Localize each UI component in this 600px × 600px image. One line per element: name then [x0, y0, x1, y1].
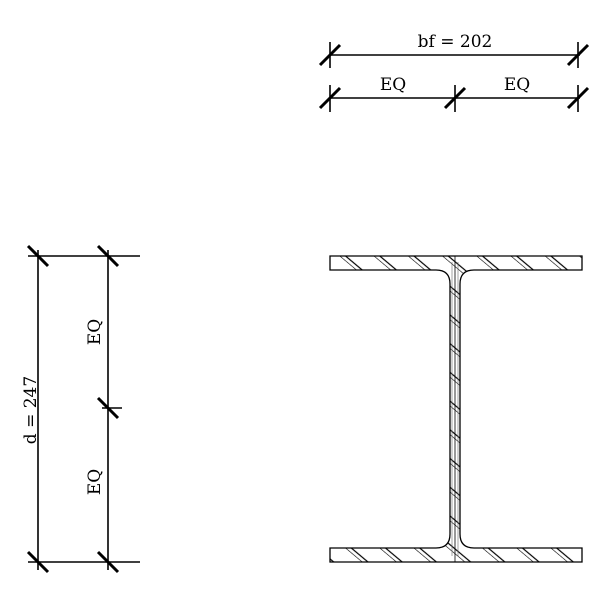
left-eq-top-label: EQ [85, 319, 105, 345]
top-eq-left-label: EQ [380, 75, 406, 95]
depth-eq-dimension: EQ EQ [85, 244, 122, 574]
i-beam-section [329, 255, 583, 563]
i-beam-outline [329, 255, 583, 563]
flange-width-label: bf = 202 [418, 32, 493, 52]
depth-dimension: d = 247 [21, 244, 140, 574]
left-eq-bottom-label: EQ [85, 469, 105, 495]
flange-width-dimension: bf = 202 [318, 32, 590, 68]
flange-eq-dimension: EQ EQ [318, 75, 590, 112]
top-eq-right-label: EQ [504, 75, 530, 95]
depth-label: d = 247 [21, 376, 41, 444]
